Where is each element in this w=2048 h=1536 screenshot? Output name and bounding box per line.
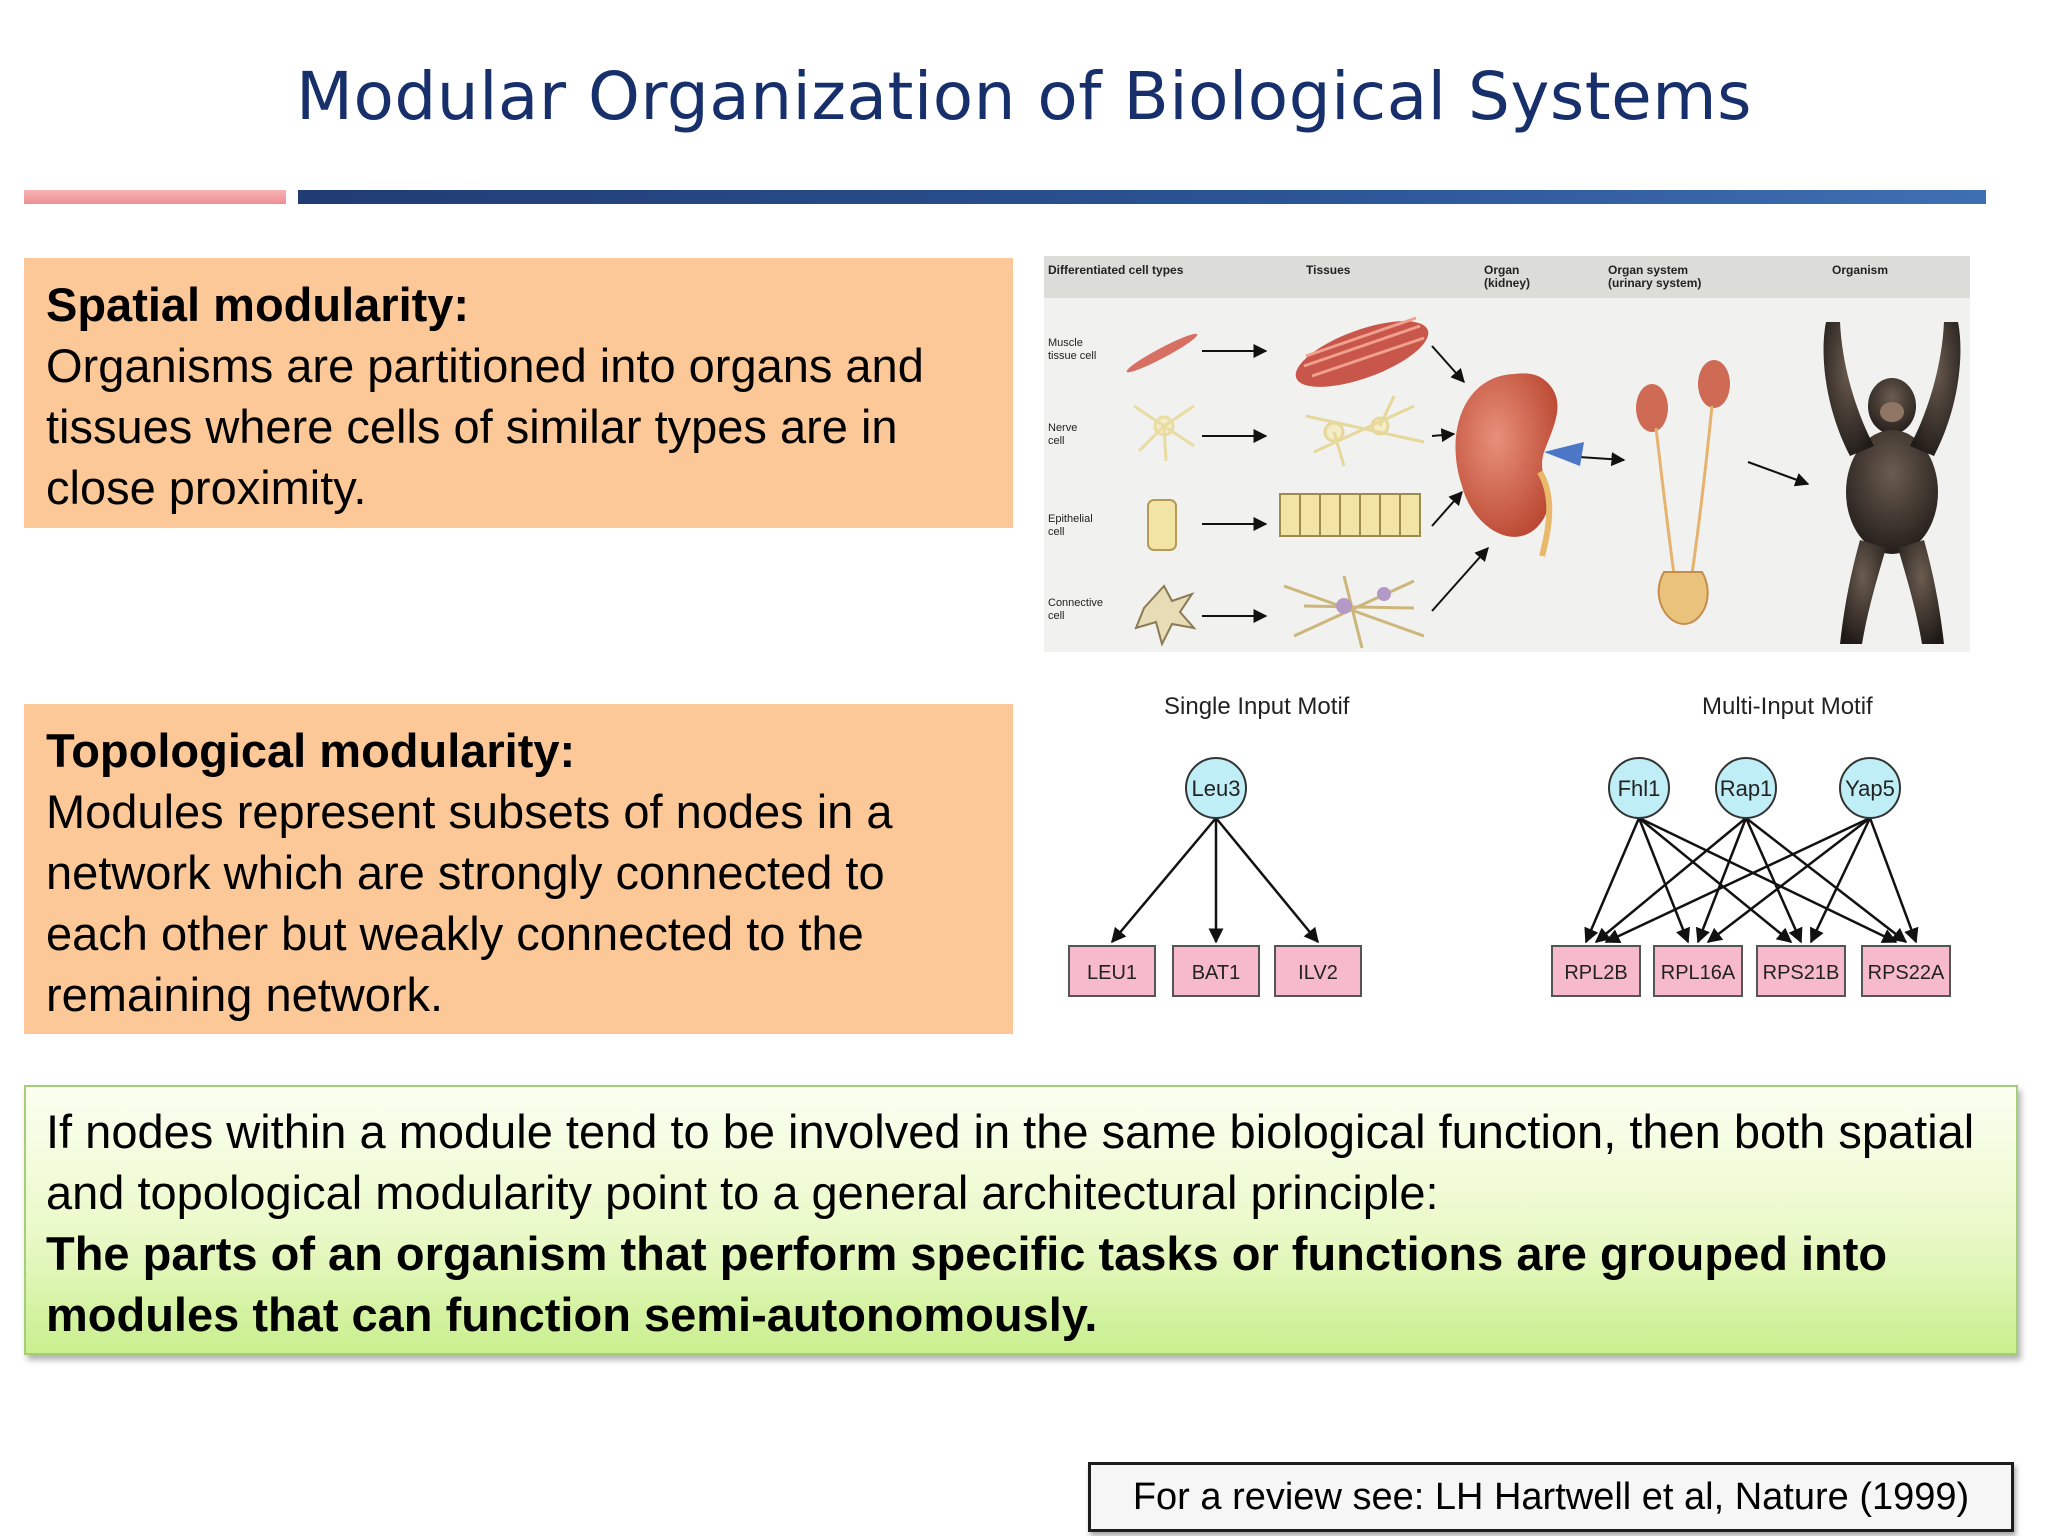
title-accent-bar-right — [298, 190, 1986, 204]
regulation-edge — [1706, 817, 1871, 943]
regulation-edge — [1215, 817, 1319, 944]
conclusion-principle: The parts of an organism that perform sp… — [46, 1227, 1888, 1341]
regulation-edge — [1638, 817, 1793, 943]
target-gene-bat1: BAT1 — [1172, 945, 1260, 997]
urinary-system — [1636, 360, 1730, 626]
slide-title: Modular Organization of Biological Syste… — [296, 58, 1752, 135]
muscle-tissue — [1295, 316, 1429, 387]
single-input-motif-title: Single Input Motif — [1164, 693, 1350, 720]
nerve-cell — [1133, 404, 1195, 462]
epithelial-tissue — [1279, 493, 1421, 537]
regulation-edge — [1111, 817, 1217, 944]
column-header-organ: Organ(kidney) — [1484, 263, 1530, 290]
svg-text:RPS21B: RPS21B — [1763, 962, 1840, 984]
spatial-modularity-heading: Spatial modularity: — [46, 278, 470, 331]
target-gene-rps21b: RPS21B — [1756, 945, 1846, 997]
regulation-edge — [1594, 817, 1747, 943]
regulation-edge — [1584, 817, 1641, 944]
network-motifs-figure: Single Input Motif Multi-Input Motif Leu… — [1068, 693, 1951, 997]
regulation-edge — [1637, 817, 1691, 944]
epithelial-cell — [1147, 499, 1177, 551]
topological-modularity-box: Topological modularity: Modules represen… — [24, 704, 1013, 1034]
target-gene-ilv2: ILV2 — [1274, 945, 1362, 997]
regulation-edge — [1868, 817, 1919, 944]
svg-text:Fhl1: Fhl1 — [1618, 776, 1661, 801]
svg-text:RPL16A: RPL16A — [1661, 962, 1736, 984]
conclusion-text: If nodes within a module tend to be invo… — [46, 1105, 1975, 1219]
muscle-cell — [1126, 333, 1198, 373]
regulation-edge — [1638, 816, 1898, 944]
svg-text:RPS22A: RPS22A — [1868, 962, 1945, 984]
column-header-organism: Organism — [1832, 263, 1888, 277]
svg-text:ILV2: ILV2 — [1298, 962, 1338, 984]
target-gene-rps22a: RPS22A — [1861, 945, 1951, 997]
column-header-cell-types: Differentiated cell types — [1048, 263, 1184, 277]
svg-text:LEU1: LEU1 — [1087, 962, 1137, 984]
regulation-edge — [1745, 817, 1908, 943]
regulator-node-fhl1: Fhl1 — [1608, 757, 1670, 819]
connective-tissue — [1283, 575, 1425, 649]
target-gene-rpl2b: RPL2B — [1551, 945, 1641, 997]
regulator-node-rap1: Rap1 — [1715, 757, 1777, 819]
biological-hierarchy-figure: Differentiated cell types Tissues Organ(… — [1044, 256, 1970, 652]
target-gene-leu1: LEU1 — [1068, 945, 1156, 997]
svg-text:BAT1: BAT1 — [1192, 962, 1241, 984]
multi-input-motif-title: Multi-Input Motif — [1702, 693, 1873, 720]
svg-text:Yap5: Yap5 — [1845, 776, 1895, 801]
regulator-node-leu3: Leu3 — [1185, 757, 1247, 819]
connective-cell — [1134, 584, 1197, 647]
regulation-edge — [1604, 816, 1871, 944]
svg-text:Leu3: Leu3 — [1192, 776, 1241, 801]
spatial-modularity-text: Organisms are partitioned into organs an… — [46, 339, 924, 514]
topological-modularity-text: Modules represent subsets of nodes in a … — [46, 785, 893, 1021]
regulation-edge — [1695, 817, 1748, 944]
target-gene-rpl16a: RPL16A — [1653, 945, 1743, 997]
conclusion-box: If nodes within a module tend to be invo… — [24, 1085, 2018, 1355]
regulation-edge — [1744, 817, 1803, 944]
topological-modularity-heading: Topological modularity: — [46, 724, 576, 777]
svg-text:RPL2B: RPL2B — [1564, 962, 1627, 984]
chimpanzee-organism — [1823, 322, 1961, 644]
svg-text:Rap1: Rap1 — [1720, 776, 1773, 801]
regulator-node-yap5: Yap5 — [1839, 757, 1901, 819]
column-header-organ-system: Organ system(urinary system) — [1608, 263, 1701, 290]
spatial-modularity-box: Spatial modularity: Organisms are partit… — [24, 258, 1013, 528]
kidney — [1455, 373, 1558, 537]
reference-box: For a review see: LH Hartwell et al, Nat… — [1088, 1462, 2014, 1532]
column-header-tissues: Tissues — [1306, 263, 1351, 277]
regulation-edge — [1809, 817, 1872, 944]
title-accent-bar-left — [24, 190, 286, 204]
nerve-tissue — [1305, 395, 1425, 467]
